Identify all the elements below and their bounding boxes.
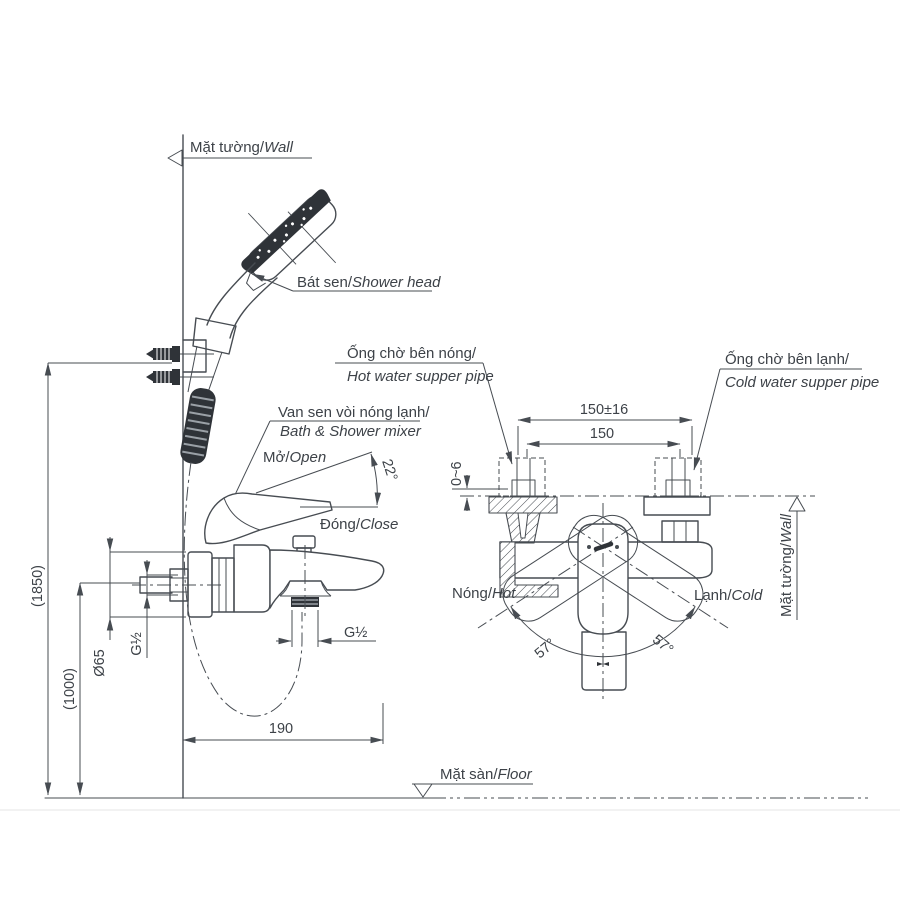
wall-datum-arrow-up <box>788 496 806 512</box>
svg-text:0~6: 0~6 <box>449 461 465 486</box>
shower-head <box>241 189 337 291</box>
mixer-side <box>132 492 385 618</box>
front-view: Ống chờ bên nóng/ Hot water supper pipe … <box>335 344 879 702</box>
svg-text:Cold water supper pipe: Cold water supper pipe <box>725 374 879 391</box>
dim-spout-reach: 190 <box>182 703 384 744</box>
svg-text:57°: 57° <box>649 632 676 658</box>
open-angle: 22° <box>378 457 400 483</box>
wall-label-text: Mặt tường/Wall <box>190 139 294 156</box>
mixer-label: Van sen vòi nóng lạnh/ Bath & Shower mix… <box>223 404 430 519</box>
hot-pipe-label: Ống chờ bên nóng/ Hot water supper pipe <box>335 344 513 465</box>
svg-text:Ống chờ bên lạnh/: Ống chờ bên lạnh/ <box>725 350 850 368</box>
wall-screw <box>146 369 214 385</box>
svg-text:(1000): (1000) <box>62 668 78 710</box>
svg-text:Bath & Shower mixer: Bath & Shower mixer <box>280 423 422 440</box>
shower-hose <box>183 461 303 717</box>
diverter-knob <box>292 535 316 549</box>
svg-text:150±16: 150±16 <box>580 402 628 418</box>
cold-supply-fitting <box>643 457 711 543</box>
dim-total-height: (1850) <box>30 362 172 796</box>
wall-label-right: Mặt tường/Wall <box>778 496 806 620</box>
dim-outlet-thread: G½ <box>276 610 376 647</box>
shower-handle <box>206 262 256 326</box>
svg-text:Bát sen/Shower head: Bát sen/Shower head <box>297 274 441 291</box>
spray-face <box>241 189 331 275</box>
floor: Mặt sàn/Floor <box>44 766 872 799</box>
svg-text:Ø65: Ø65 <box>92 649 108 676</box>
close-label: Đóng/Close <box>320 516 398 533</box>
dim-pipe-span-tol: 150±16 <box>517 402 693 455</box>
side-view: Mặt tường/Wall <box>30 134 872 799</box>
cold-label: Lạnh/Cold <box>694 587 763 604</box>
wall-label-right-text: Mặt tường/Wall <box>778 513 795 617</box>
dim-pipe-span: 150 <box>526 426 681 457</box>
wall-datum-arrow <box>167 149 183 167</box>
dim-protrusion: 0~6 <box>449 461 508 511</box>
hose-crimp <box>180 388 216 464</box>
svg-text:Van sen vòi nóng lạnh/: Van sen vòi nóng lạnh/ <box>278 404 430 421</box>
svg-text:G½: G½ <box>344 625 367 641</box>
valve-body <box>233 544 271 613</box>
hot-label: Nóng/Hot <box>452 585 516 602</box>
dim-mixer-height: (1000) <box>62 582 140 796</box>
svg-text:150: 150 <box>590 426 614 442</box>
valve-bar-section <box>499 541 559 598</box>
floor-datum-arrow <box>413 783 433 798</box>
svg-text:Hot water supper pipe: Hot water supper pipe <box>347 368 494 385</box>
shower-head-label: Bát sen/Shower head <box>251 273 441 292</box>
wall-label-top: Mặt tường/Wall <box>167 139 312 167</box>
mixer-handle <box>204 492 333 545</box>
hot-supply-fitting <box>488 457 558 544</box>
dim-escutcheon-dia: Ø65 <box>92 537 186 677</box>
svg-text:57°: 57° <box>532 636 559 662</box>
open-close-indicator: Mở/Open 22° Đóng/Close <box>255 449 400 533</box>
spout <box>269 549 385 609</box>
valve-bar <box>499 541 713 579</box>
floor-label: Mặt sàn/Floor <box>440 766 533 783</box>
dim-inlet-thread: G½ <box>129 560 178 658</box>
svg-text:G½: G½ <box>129 632 145 655</box>
wall-screw <box>146 346 214 362</box>
cold-pipe-label: Ống chờ bên lạnh/ Cold water supper pipe <box>693 350 879 471</box>
shower-holder <box>146 317 237 399</box>
front-spout-tube <box>581 631 627 691</box>
svg-text:190: 190 <box>269 721 293 737</box>
open-label: Mở/Open <box>263 449 326 466</box>
svg-text:(1850): (1850) <box>30 565 46 607</box>
svg-text:Ống chờ bên nóng/: Ống chờ bên nóng/ <box>347 344 477 362</box>
